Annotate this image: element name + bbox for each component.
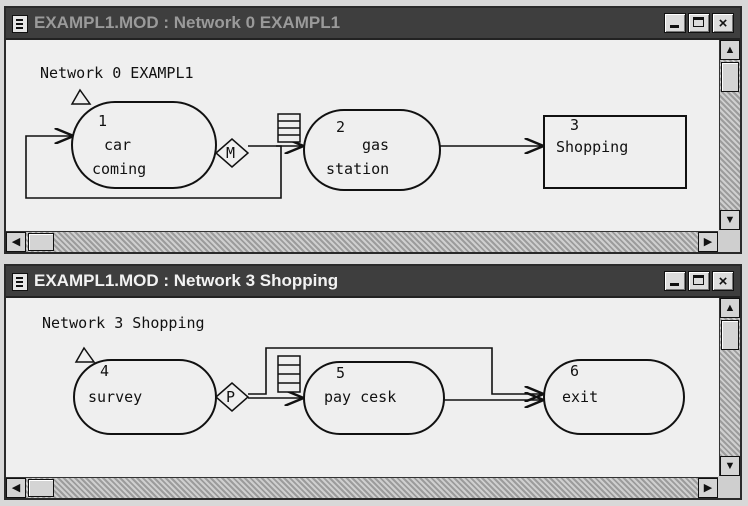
scroll-down-button[interactable]: ▼ xyxy=(720,210,740,230)
maximize-button[interactable] xyxy=(688,271,710,291)
network-canvas[interactable]: Network 0 EXAMPL1 1 car coming M xyxy=(6,40,718,230)
node-label: station xyxy=(326,160,389,178)
network-header: Network 0 EXAMPL1 xyxy=(40,64,194,82)
scroll-down-button[interactable]: ▼ xyxy=(720,456,740,476)
node-number: 1 xyxy=(98,112,107,130)
node-label: pay cesk xyxy=(324,388,396,406)
scroll-thumb[interactable] xyxy=(721,62,739,92)
node-number: 5 xyxy=(336,364,345,382)
source-triangle-icon xyxy=(74,346,96,363)
title-bar[interactable]: EXAMPL1.MOD : Network 3 Shopping × xyxy=(6,266,740,298)
node-survey[interactable]: 4 survey xyxy=(73,359,217,435)
horizontal-scrollbar[interactable]: ◀ ▶ xyxy=(6,231,718,252)
connector-p[interactable]: P xyxy=(214,382,250,412)
vertical-scrollbar[interactable]: ▲ ▼ xyxy=(719,298,740,476)
close-button[interactable]: × xyxy=(712,13,734,33)
node-label: car xyxy=(104,136,131,154)
node-label: gas xyxy=(362,136,389,154)
scroll-right-button[interactable]: ▶ xyxy=(698,478,718,498)
size-grip[interactable] xyxy=(718,476,740,498)
network-header: Network 3 Shopping xyxy=(42,314,205,332)
close-button[interactable]: × xyxy=(712,271,734,291)
network-canvas[interactable]: Network 3 Shopping 4 survey P xyxy=(6,298,718,476)
size-grip[interactable] xyxy=(718,230,740,252)
network-3-window[interactable]: EXAMPL1.MOD : Network 3 Shopping × Netwo… xyxy=(4,264,742,500)
scroll-thumb[interactable] xyxy=(721,320,739,350)
connector-label: P xyxy=(226,388,235,406)
node-label: Shopping xyxy=(556,138,628,156)
scroll-left-button[interactable]: ◀ xyxy=(6,232,26,252)
node-shopping[interactable]: 3 Shopping xyxy=(543,115,687,189)
connector-m[interactable]: M xyxy=(214,138,250,168)
node-label: survey xyxy=(88,388,142,406)
network-diagram: Network 3 Shopping 4 survey P xyxy=(42,314,685,435)
node-label: exit xyxy=(562,388,598,406)
horizontal-scrollbar[interactable]: ◀ ▶ xyxy=(6,477,718,498)
window-title: EXAMPL1.MOD : Network 0 EXAMPL1 xyxy=(34,13,341,32)
scroll-thumb[interactable] xyxy=(28,233,54,251)
queue-icon xyxy=(277,355,301,393)
node-exit[interactable]: 6 exit xyxy=(543,359,685,435)
network-diagram: Network 0 EXAMPL1 1 car coming M xyxy=(25,64,687,199)
scroll-right-button[interactable]: ▶ xyxy=(698,232,718,252)
document-icon[interactable] xyxy=(12,15,28,33)
node-number: 4 xyxy=(100,362,109,380)
scroll-left-button[interactable]: ◀ xyxy=(6,478,26,498)
source-triangle-icon xyxy=(70,88,92,105)
connector-label: M xyxy=(226,144,235,162)
scroll-thumb[interactable] xyxy=(28,479,54,497)
node-number: 6 xyxy=(570,362,579,380)
node-car-coming[interactable]: 1 car coming xyxy=(71,101,217,189)
minimize-button[interactable] xyxy=(664,271,686,291)
node-number: 3 xyxy=(570,116,579,134)
maximize-button[interactable] xyxy=(688,13,710,33)
queue-icon xyxy=(277,113,301,143)
title-bar[interactable]: EXAMPL1.MOD : Network 0 EXAMPL1 × xyxy=(6,8,740,40)
scroll-up-button[interactable]: ▲ xyxy=(720,40,740,60)
node-pay-desk[interactable]: 5 pay cesk xyxy=(303,361,445,435)
scroll-up-button[interactable]: ▲ xyxy=(720,298,740,318)
bypass-arrow xyxy=(248,347,542,394)
window-title: EXAMPL1.MOD : Network 3 Shopping xyxy=(34,271,339,290)
network-0-window[interactable]: EXAMPL1.MOD : Network 0 EXAMPL1 × Networ… xyxy=(4,6,742,254)
node-number: 2 xyxy=(336,118,345,136)
node-gas-station[interactable]: 2 gas station xyxy=(303,109,441,191)
vertical-scrollbar[interactable]: ▲ ▼ xyxy=(719,40,740,230)
minimize-button[interactable] xyxy=(664,13,686,33)
document-icon[interactable] xyxy=(12,273,28,291)
node-label: coming xyxy=(92,160,146,178)
